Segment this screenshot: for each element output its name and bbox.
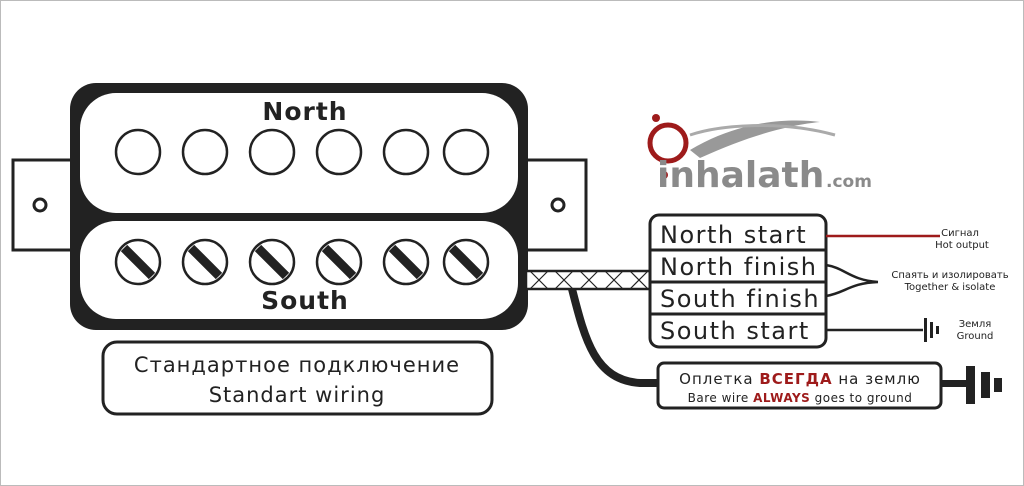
north-pole-2 bbox=[181, 128, 229, 176]
bare-wire-note-en: Bare wire ALWAYS goes to ground bbox=[688, 391, 913, 405]
ground-note-en: Ground bbox=[957, 331, 994, 342]
south-screw-3 bbox=[248, 238, 296, 286]
title-ru: Стандартное подключение bbox=[134, 353, 460, 377]
ground-icon-large bbox=[941, 366, 1002, 404]
north-pole-5 bbox=[382, 128, 430, 176]
together-note-ru: Спаять и изолировать bbox=[891, 270, 1008, 281]
south-label: South bbox=[261, 286, 349, 315]
wire-south-finish: South finish bbox=[660, 285, 820, 313]
ground-note-ru: Земля bbox=[959, 319, 992, 330]
logo-suffix: .com bbox=[826, 172, 872, 192]
south-screw-1 bbox=[114, 238, 162, 286]
north-pole-3 bbox=[248, 128, 296, 176]
ground-icon-small bbox=[924, 318, 939, 342]
north-pole-1 bbox=[114, 128, 162, 176]
mounting-ear-right bbox=[522, 158, 588, 252]
hot-note-ru: Сигнал bbox=[941, 228, 979, 239]
bare-wire-note-ru: Оплетка ВСЕГДА на землю bbox=[679, 370, 921, 388]
south-screw-4 bbox=[315, 238, 363, 286]
title-en: Standart wiring bbox=[209, 383, 386, 407]
title-box bbox=[101, 340, 494, 416]
logo-text: inhalath bbox=[657, 155, 824, 196]
series-link-wires bbox=[825, 263, 879, 298]
together-note-en: Together & isolate bbox=[904, 282, 996, 293]
south-screw-2 bbox=[181, 238, 229, 286]
mounting-ear-left bbox=[11, 158, 77, 252]
inhalath-logo: inhalath .com bbox=[647, 114, 872, 196]
wire-north-start: North start bbox=[660, 221, 807, 249]
north-pole-4 bbox=[315, 128, 363, 176]
braid-pattern bbox=[529, 270, 649, 290]
wire-south-start: South start bbox=[660, 317, 810, 345]
north-pole-6 bbox=[442, 128, 490, 176]
pole-pieces bbox=[114, 128, 490, 286]
wire-north-finish: North finish bbox=[660, 253, 817, 281]
hot-note-en: Hot output bbox=[935, 240, 989, 251]
north-label: North bbox=[262, 97, 347, 126]
south-screw-5 bbox=[382, 238, 430, 286]
south-screw-6 bbox=[442, 238, 490, 286]
bare-ground-wire bbox=[568, 288, 660, 387]
north-coil bbox=[80, 93, 518, 213]
